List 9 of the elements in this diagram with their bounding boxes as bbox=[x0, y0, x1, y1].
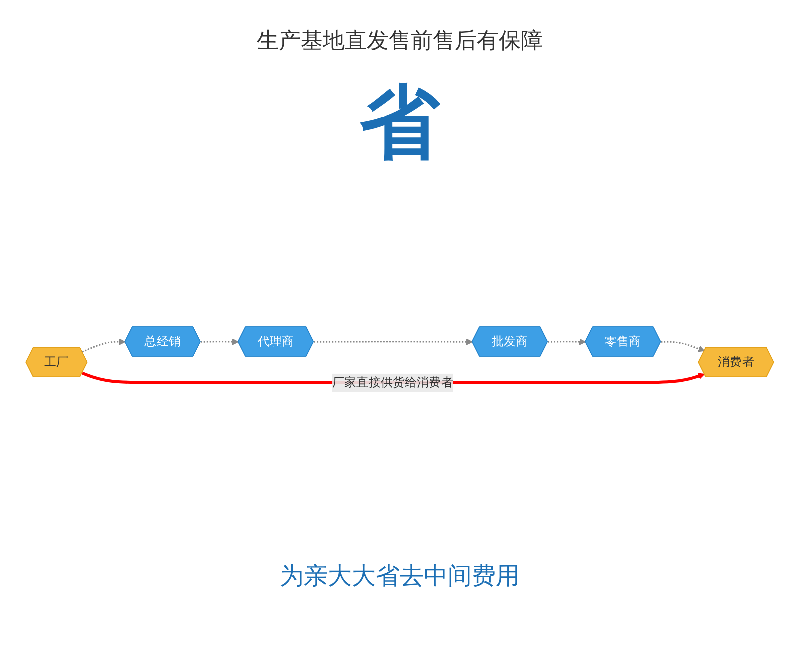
slogan: 为亲大大省去中间费用 bbox=[279, 561, 521, 592]
big-character: 省 bbox=[359, 75, 442, 171]
arrow bbox=[314, 339, 473, 346]
edge-label: 厂家直接供货给消费者 bbox=[332, 376, 454, 390]
arrow bbox=[82, 339, 126, 354]
arrow bbox=[661, 342, 706, 353]
arrow bbox=[200, 339, 239, 346]
arrow bbox=[548, 339, 586, 346]
subtitle: 生产基地直发售前售后有保障 bbox=[256, 28, 544, 56]
